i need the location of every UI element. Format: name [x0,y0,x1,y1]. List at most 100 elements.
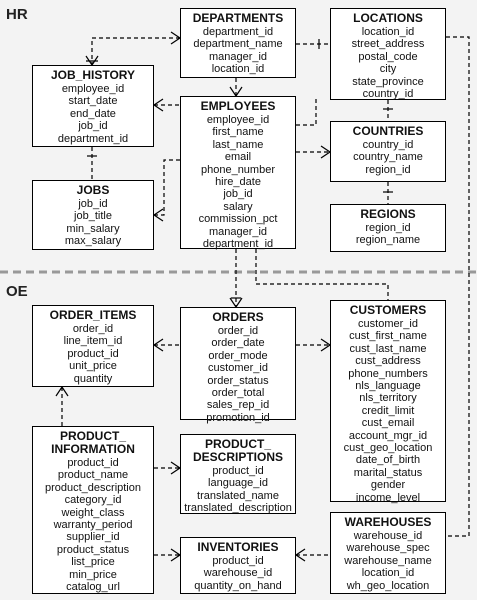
field: department_name [193,38,283,51]
field: cust_address [355,355,421,368]
field: account_mgr_id [348,429,428,442]
field: wh_geo_location [346,579,430,592]
field: region_name [355,234,421,247]
field: cust_email [361,417,415,430]
field: product_status [56,543,130,556]
field: order_id [72,323,114,335]
field: region_id [365,222,411,234]
field: phone_number [200,163,275,176]
entity-title: PRODUCT_ INFORMATION [51,429,135,456]
field: order_date [211,337,265,350]
field: sales_rep_id [206,399,270,412]
entity-title: DEPARTMENTS [192,11,284,25]
schema-label-oe: OE [6,283,28,300]
field: first_name [212,126,264,139]
field: supplier_id [66,531,120,544]
field: salary [223,200,253,213]
entity-title: INVENTORIES [197,540,279,554]
field: warehouse_id [353,530,423,542]
field: language_id [208,477,268,490]
field: street_address [351,38,425,51]
field: department_id [202,26,274,38]
field: country_name [353,151,423,164]
field: postal_code [358,50,418,63]
field: quantity [73,372,113,385]
field: income_level [355,491,421,504]
field: warehouse_id [203,567,273,580]
field: manager_id [208,50,268,63]
field: promotion_id [206,411,270,424]
field: warehouse_spec [346,542,430,555]
field: credit_limit [361,404,415,417]
field: job_id [78,120,108,133]
field: department_id [202,238,274,251]
entity-title: COUNTRIES [352,124,424,138]
entity-title: JOB_HISTORY [50,68,136,82]
field: manager_id [208,225,268,238]
field: job_id [78,198,108,210]
field: email [224,151,252,164]
field: cust_first_name [349,330,427,343]
field: order_status [207,374,269,387]
field: translated_description [184,502,292,515]
entity-title: CUSTOMERS [349,303,427,317]
field: end_date [70,107,116,120]
field: line_item_id [63,335,123,348]
field: employee_id [206,114,270,126]
field: location_id [361,26,415,38]
field: region_id [365,163,411,176]
field: customer_id [208,362,268,375]
field: customer_id [358,318,418,330]
entity-title: WAREHOUSES [344,515,432,529]
field: product_description [44,481,141,494]
field: phone_numbers [348,367,428,380]
field: start_date [68,95,118,108]
field: state_province [352,75,424,88]
field: weight_class [61,506,125,519]
field: translated_name [197,489,279,502]
field: job_title [74,210,112,223]
field: product_id [212,555,264,567]
entity-title: JOBS [76,183,110,197]
schema-label-hr: HR [6,6,28,23]
field: category_id [64,494,122,507]
field: country_id [362,88,414,101]
field: location_id [361,567,415,580]
field: product_id [67,347,119,360]
field: hire_date [215,176,261,189]
field: product_name [57,469,129,482]
field: cust_geo_location [343,442,433,455]
field: order_total [211,387,265,400]
field: order_id [217,325,259,337]
entity-title: LOCATIONS [353,11,423,25]
field: date_of_birth [355,454,421,467]
field: quantity_on_hand [194,579,282,592]
field: marital_status [353,466,423,479]
field: last_name [212,138,264,151]
field: city [379,63,397,76]
field: min_salary [66,222,120,235]
field: country_id [362,139,414,151]
field: location_id [211,63,265,76]
entity-title: ORDERS [212,310,264,324]
field: list_price [71,556,115,569]
field: nls_territory [359,392,417,405]
field: job_id [223,188,253,201]
field: order_mode [208,349,268,362]
field: nls_language [355,380,421,393]
entity-title: PRODUCT_ DESCRIPTIONS [192,437,283,464]
